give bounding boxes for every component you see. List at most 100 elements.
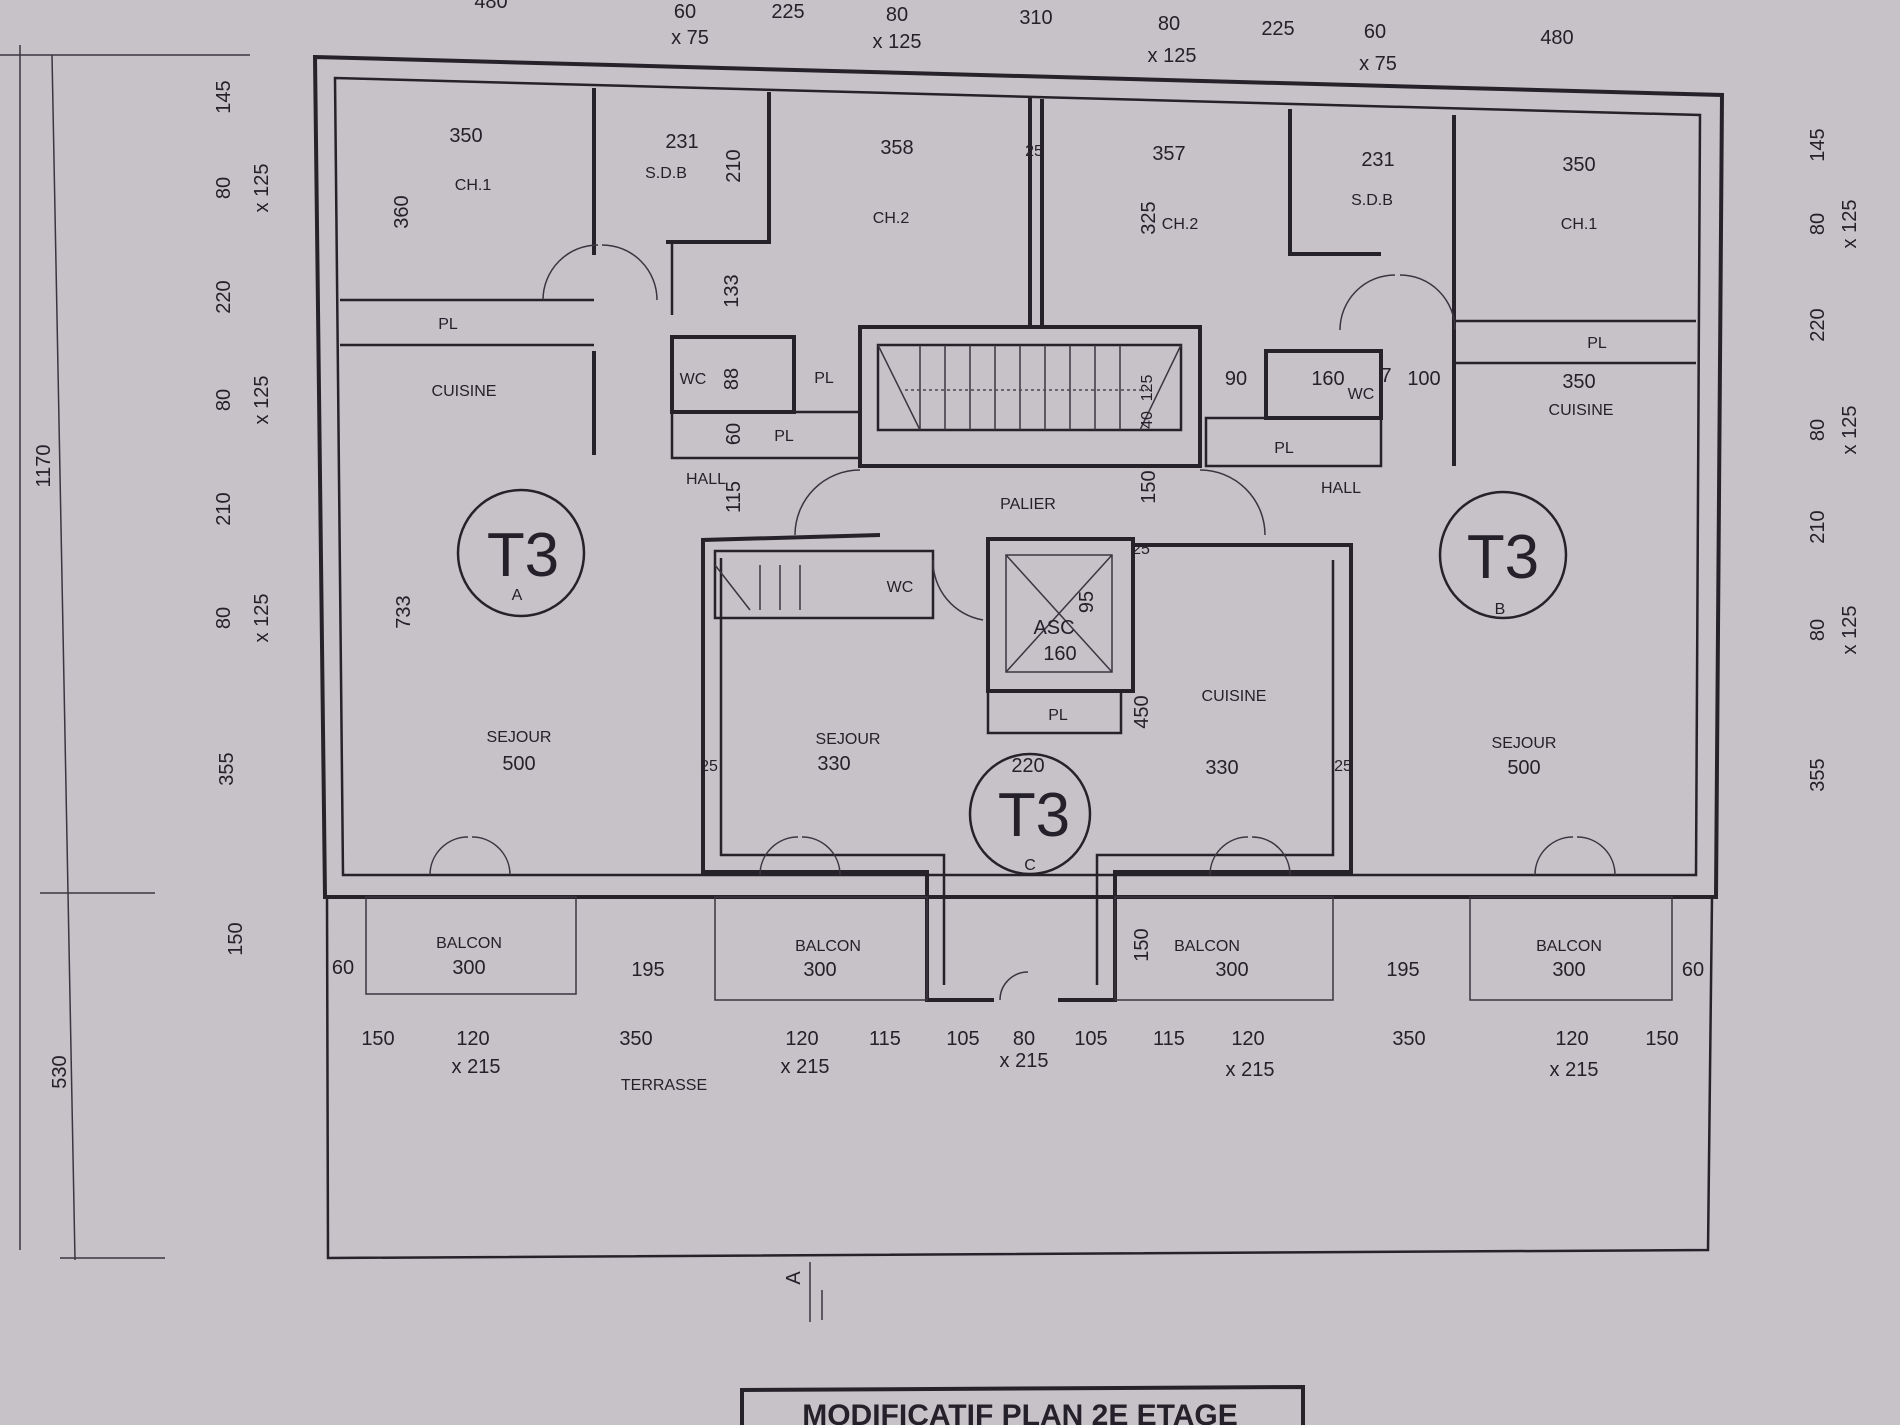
plan-label: 480 bbox=[1540, 27, 1573, 49]
plan-label: WC bbox=[1348, 386, 1375, 403]
plan-label: 350 bbox=[1562, 371, 1595, 393]
dimension-lines bbox=[0, 45, 250, 1261]
plan-label: 105 bbox=[1074, 1028, 1107, 1050]
plan-label: 220 bbox=[1807, 308, 1829, 341]
plan-label: 88 bbox=[721, 368, 743, 390]
plan-label: 60 bbox=[674, 1, 696, 23]
plan-label: 150 bbox=[361, 1028, 394, 1050]
plan-label: x 75 bbox=[1359, 53, 1397, 75]
plan-label: 25 bbox=[1132, 541, 1150, 558]
plan-label: 150 bbox=[1645, 1028, 1678, 1050]
plan-label: 300 bbox=[1215, 959, 1248, 981]
door-swings bbox=[429, 244, 1616, 1001]
plan-label: 350 bbox=[1392, 1028, 1425, 1050]
balcony-1 bbox=[365, 896, 577, 995]
interior-walls bbox=[340, 88, 1696, 1002]
unit-a-labels: 350 CH.1 360 231 S.D.B 210 358 CH.2 25 1… bbox=[391, 125, 1043, 775]
plan-label: T3 bbox=[1467, 523, 1539, 592]
section-marker: A bbox=[783, 1262, 823, 1322]
plan-label: 350 bbox=[1562, 154, 1595, 176]
plan-label: 7 bbox=[1380, 365, 1391, 387]
plan-label: 120 bbox=[456, 1028, 489, 1050]
plan-label: B bbox=[1495, 601, 1506, 618]
plan-label: 358 bbox=[880, 137, 913, 159]
plan-label: 357 bbox=[1152, 143, 1185, 165]
plan-label: 330 bbox=[1205, 757, 1238, 779]
balcony-4 bbox=[1469, 896, 1673, 1001]
plan-title: MODIFICATIF PLAN 2E ETAGE bbox=[802, 1399, 1238, 1425]
plan-label: x 125 bbox=[251, 164, 273, 213]
plan-label: 160 bbox=[1311, 368, 1344, 390]
plan-label: 733 bbox=[393, 595, 415, 628]
plan-label: 95 bbox=[1076, 591, 1098, 613]
plan-label: 60 bbox=[1364, 21, 1386, 43]
plan-label: 210 bbox=[723, 149, 745, 182]
staircase bbox=[714, 344, 1182, 611]
balcony-labels: BALCON 300 BALCON 300 BALCON 300 BALCON … bbox=[332, 928, 1704, 981]
plan-label: 115 bbox=[1153, 1028, 1185, 1050]
plan-label: 450 bbox=[1131, 695, 1153, 728]
plan-label: A bbox=[783, 1271, 805, 1285]
plan-label: CH.1 bbox=[1561, 216, 1598, 233]
plan-label: x 125 bbox=[1839, 606, 1861, 655]
plan-label: 355 bbox=[216, 752, 238, 785]
unit-c-labels: SEJOUR 330 CUISINE 330 220 WC bbox=[816, 579, 1267, 779]
plan-label: 195 bbox=[631, 959, 664, 981]
plan-label: 145 bbox=[1807, 128, 1829, 161]
plan-label: A bbox=[512, 587, 523, 604]
plan-label: 360 bbox=[391, 195, 413, 228]
left-dimensions: 145 80 x 125 220 80 x 125 210 80 x 125 3… bbox=[33, 80, 273, 1088]
plan-label: CUISINE bbox=[1202, 688, 1267, 705]
core-labels: PALIER 150 ASC 160 95 25 PL 450 bbox=[1000, 470, 1160, 728]
plan-label: 100 bbox=[1407, 368, 1440, 390]
plan-label: 500 bbox=[502, 753, 535, 775]
plan-label: x 215 bbox=[1550, 1059, 1599, 1081]
plan-label: x 125 bbox=[1839, 406, 1861, 455]
plan-label: 115 bbox=[723, 481, 745, 513]
plan-label: 1170 bbox=[33, 444, 55, 487]
plan-label: PL bbox=[1048, 707, 1068, 724]
plan-label: x 215 bbox=[452, 1056, 501, 1078]
plan-label: 60 bbox=[723, 423, 745, 445]
plan-label: PL bbox=[1274, 440, 1294, 457]
plan-label: 350 bbox=[619, 1028, 652, 1050]
plan-label: CH.2 bbox=[1162, 216, 1199, 233]
plan-label: T3 bbox=[487, 521, 559, 590]
plan-label: 300 bbox=[803, 959, 836, 981]
plan-label: PL bbox=[774, 428, 794, 445]
plan-label: 225 bbox=[771, 1, 804, 23]
plan-label: 80 bbox=[213, 389, 235, 411]
plan-label: 160 bbox=[1043, 643, 1076, 665]
plan-label: 80 bbox=[213, 177, 235, 199]
plan-label: 115 bbox=[869, 1028, 901, 1050]
plan-label: 210 bbox=[213, 492, 235, 525]
unit-tag-c: T3 C bbox=[968, 752, 1092, 876]
plan-label: 150 bbox=[225, 922, 247, 955]
plan-label: PL bbox=[438, 316, 458, 333]
plan-label: S.D.B bbox=[1351, 192, 1393, 209]
plan-label: 300 bbox=[452, 957, 485, 979]
plan-label: C bbox=[1024, 857, 1036, 874]
unit-b-labels: 357 325 CH.2 231 S.D.B 350 CH.1 PL 350 C… bbox=[1138, 143, 1613, 779]
balcony-2 bbox=[714, 896, 928, 1001]
plan-label: 150 bbox=[1131, 928, 1153, 961]
plan-label: x 125 bbox=[251, 376, 273, 425]
plan-label: BALCON bbox=[436, 935, 502, 952]
plan-label: 310 bbox=[1019, 7, 1052, 29]
plan-label: 145 bbox=[213, 80, 235, 113]
plan-label: 220 bbox=[213, 280, 235, 313]
plan-label: BALCON bbox=[1536, 938, 1602, 955]
plan-label: SEJOUR bbox=[816, 731, 881, 748]
plan-label: 80 bbox=[1013, 1028, 1035, 1050]
plan-label: x 125 bbox=[873, 31, 922, 53]
plan-label: 300 bbox=[1552, 959, 1585, 981]
plan-label: 120 bbox=[1555, 1028, 1588, 1050]
plan-label: 133 bbox=[721, 274, 743, 307]
plan-label: BALCON bbox=[1174, 938, 1240, 955]
plan-label: 220 bbox=[1011, 755, 1044, 777]
plan-label: 120 bbox=[1231, 1028, 1264, 1050]
plan-label: 530 bbox=[49, 1055, 71, 1088]
plan-label: S.D.B bbox=[645, 165, 687, 182]
plan-label: 125 bbox=[1139, 375, 1156, 402]
plan-label: 80 bbox=[886, 4, 908, 26]
